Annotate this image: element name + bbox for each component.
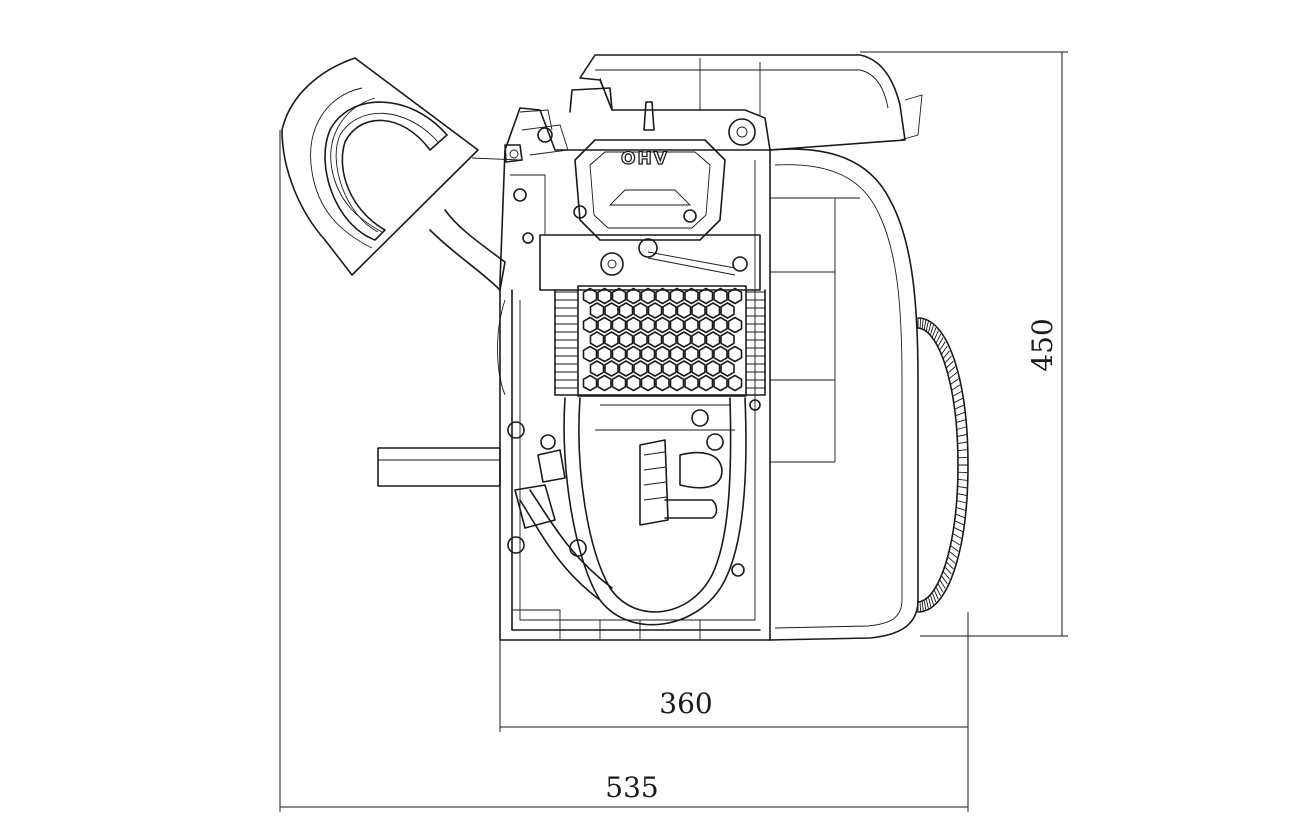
cooling-hex-cell [611, 374, 627, 392]
cooling-hex-cell [676, 302, 692, 319]
cooling-hex-cell [698, 287, 714, 305]
cooling-hex-cell [720, 331, 735, 348]
cooling-hex-cell [705, 302, 721, 319]
overall-width-dimension-label: 535 [605, 771, 658, 804]
cooling-hex-cell [655, 287, 670, 305]
dimension-450: 450 [860, 51, 1068, 637]
cooling-hex-cell [640, 287, 656, 305]
cooling-hex-cell [669, 287, 685, 305]
cooling-hex-cell [626, 316, 641, 334]
cooling-hex-cell [698, 316, 714, 334]
cooling-hex-cell [647, 360, 663, 377]
cooling-hex-cell [727, 287, 743, 305]
cooling-hex-cell [684, 345, 699, 363]
governor-linkage [504, 109, 569, 244]
cylinder-head [539, 234, 766, 397]
cooling-hex-cell [582, 287, 598, 305]
cooling-hex-cell [618, 302, 634, 319]
cooling-hex-cell [720, 302, 735, 319]
carburetor [507, 399, 761, 577]
cooling-hex-cell [727, 316, 743, 334]
cooling-hex-cell [691, 360, 706, 377]
cooling-hex-cell [589, 331, 605, 348]
cooling-hex-grid [582, 287, 743, 392]
cooling-hex-cell [604, 302, 619, 319]
cooling-hex-cell [582, 374, 598, 392]
cooling-hex-cell [647, 331, 663, 348]
blower-housing [769, 148, 919, 641]
cooling-hex-cell [647, 302, 663, 319]
flywheel-screen [917, 317, 969, 613]
cooling-hex-cell [604, 360, 619, 377]
cooling-hex-cell [597, 345, 612, 363]
cooling-hex-cell [640, 374, 656, 392]
cooling-hex-cell [676, 331, 692, 348]
cooling-hex-cell [655, 345, 670, 363]
cooling-hex-cell [626, 374, 641, 392]
valve-cover: OHV [573, 101, 726, 258]
height-dimension-label: 450 [1026, 318, 1059, 371]
cooling-hex-cell [705, 360, 721, 377]
cooling-hex-cell [669, 374, 685, 392]
cooling-hex-cell [713, 287, 728, 305]
cooling-hex-cell [589, 302, 605, 319]
cooling-hex-cell [626, 287, 641, 305]
cooling-hex-cell [669, 316, 685, 334]
dimension-360: 360 [499, 612, 969, 812]
cooling-hex-cell [662, 360, 677, 377]
cooling-hex-cell [611, 316, 627, 334]
cooling-hex-cell [626, 345, 641, 363]
body-width-dimension-label: 360 [659, 687, 712, 720]
cooling-hex-cell [618, 331, 634, 348]
cooling-hex-cell [669, 345, 685, 363]
cooling-hex-cell [640, 316, 656, 334]
cooling-hex-cell [633, 302, 648, 319]
fuel-filter [639, 439, 669, 526]
cooling-hex-cell [727, 374, 743, 392]
air-intake-elbow [281, 57, 521, 291]
cooling-hex-cell [684, 374, 699, 392]
cooling-hex-cell [611, 345, 627, 363]
cooling-hex-cell [705, 331, 721, 348]
cooling-hex-cell [640, 345, 656, 363]
cooling-hex-cell [604, 331, 619, 348]
cooling-hex-cell [597, 374, 612, 392]
cooling-hex-cell [720, 360, 735, 377]
cooling-hex-cell [618, 360, 634, 377]
cooling-hex-cell [727, 345, 743, 363]
cylinder-fins [577, 285, 747, 397]
cooling-hex-cell [611, 287, 627, 305]
cooling-hex-cell [582, 345, 598, 363]
cooling-hex-cell [676, 360, 692, 377]
oil-dipstick [643, 101, 655, 131]
cooling-hex-cell [589, 360, 605, 377]
cooling-hex-cell [597, 316, 612, 334]
cooling-hex-cell [633, 331, 648, 348]
cooling-hex-cell [684, 287, 699, 305]
cooling-hex-cell [713, 316, 728, 334]
cooling-hex-cell [655, 374, 670, 392]
cooling-hex-cell [633, 360, 648, 377]
cooling-hex-cell [655, 316, 670, 334]
cooling-hex-cell [662, 302, 677, 319]
crankshaft-output [377, 447, 501, 487]
dimension-535: 535 [279, 130, 968, 812]
fuel-lines [519, 397, 747, 626]
ohv-label: OHV [621, 149, 669, 169]
cooling-hex-cell [691, 331, 706, 348]
cooling-hex-cell [713, 374, 728, 392]
cooling-hex-cell [698, 374, 714, 392]
cooling-hex-cell [597, 287, 612, 305]
cooling-hex-cell [582, 316, 598, 334]
cooling-hex-cell [698, 345, 714, 363]
cooling-hex-cell [713, 345, 728, 363]
cooling-hex-cell [684, 316, 699, 334]
engine-crankcase [377, 107, 771, 641]
fuel-cap-icon [728, 118, 756, 146]
cooling-hex-cell [691, 302, 706, 319]
cooling-hex-cell [662, 331, 677, 348]
fuel-tank [569, 54, 923, 151]
